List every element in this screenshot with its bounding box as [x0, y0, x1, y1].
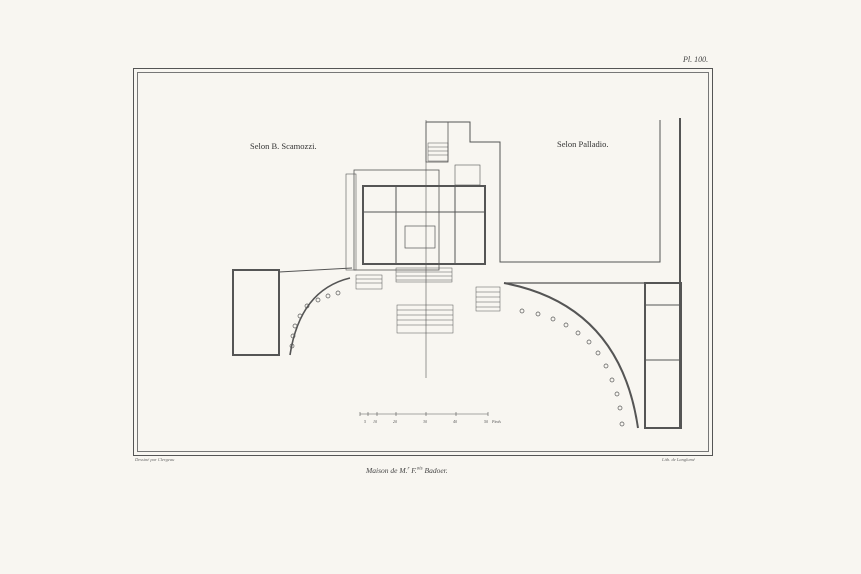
stairs-center-lower [396, 304, 454, 334]
scamozzi-curved-colonnade [289, 277, 351, 356]
villa-outer-wall-left [345, 173, 357, 271]
palladio-stairs-top [454, 164, 481, 186]
palladio-column-row [519, 308, 625, 427]
scamozzi-wing [232, 269, 280, 356]
palladio-upper-court [425, 121, 449, 163]
stairs-center-front [395, 267, 453, 283]
scamozzi-column-row [289, 290, 341, 349]
credit-lithographer: Lith. de Langlumé [662, 457, 695, 462]
scale-bar [359, 412, 489, 416]
scale-tick-10: 10 [373, 419, 377, 424]
caption-suffix: Badoer. [422, 466, 448, 475]
caption-middle: F. [409, 466, 417, 475]
stairs-right-side [475, 286, 501, 312]
scamozzi-wall-top [278, 267, 353, 273]
caption-prefix: Maison de M. [366, 466, 408, 475]
plate-frame-inner [137, 72, 709, 452]
scale-tick-30: 30 [423, 419, 427, 424]
plate-frame-outer [133, 68, 713, 456]
villa-main-block [362, 185, 486, 265]
scale-tick-50: 50 [484, 419, 488, 424]
scale-tick-5: 5 [364, 419, 366, 424]
villa-platform-left [353, 169, 440, 271]
villa-hall [404, 225, 436, 249]
palladio-wing [644, 282, 682, 429]
scale-tick-40: 40 [453, 419, 457, 424]
palladio-court-wall [426, 120, 661, 263]
stairs-left-top [427, 142, 449, 162]
caption-sup-1: r [407, 466, 410, 472]
credit-draughtsman: Dessiné par Clergeau [135, 457, 175, 462]
caption-sup-2: ois [416, 466, 423, 472]
scale-tick-20: 20 [393, 419, 397, 424]
label-scamozzi: Selon B. Scamozzi. [250, 141, 317, 151]
plate-caption: Maison de M.r F.ois Badoer. [366, 466, 448, 475]
palladio-curved-colonnade [503, 282, 639, 429]
plate-number: Pl. 100. [683, 55, 709, 64]
stairs-left-side [355, 274, 383, 290]
label-palladio: Selon Palladio. [557, 139, 609, 149]
scale-unit: Pieds [491, 419, 501, 424]
